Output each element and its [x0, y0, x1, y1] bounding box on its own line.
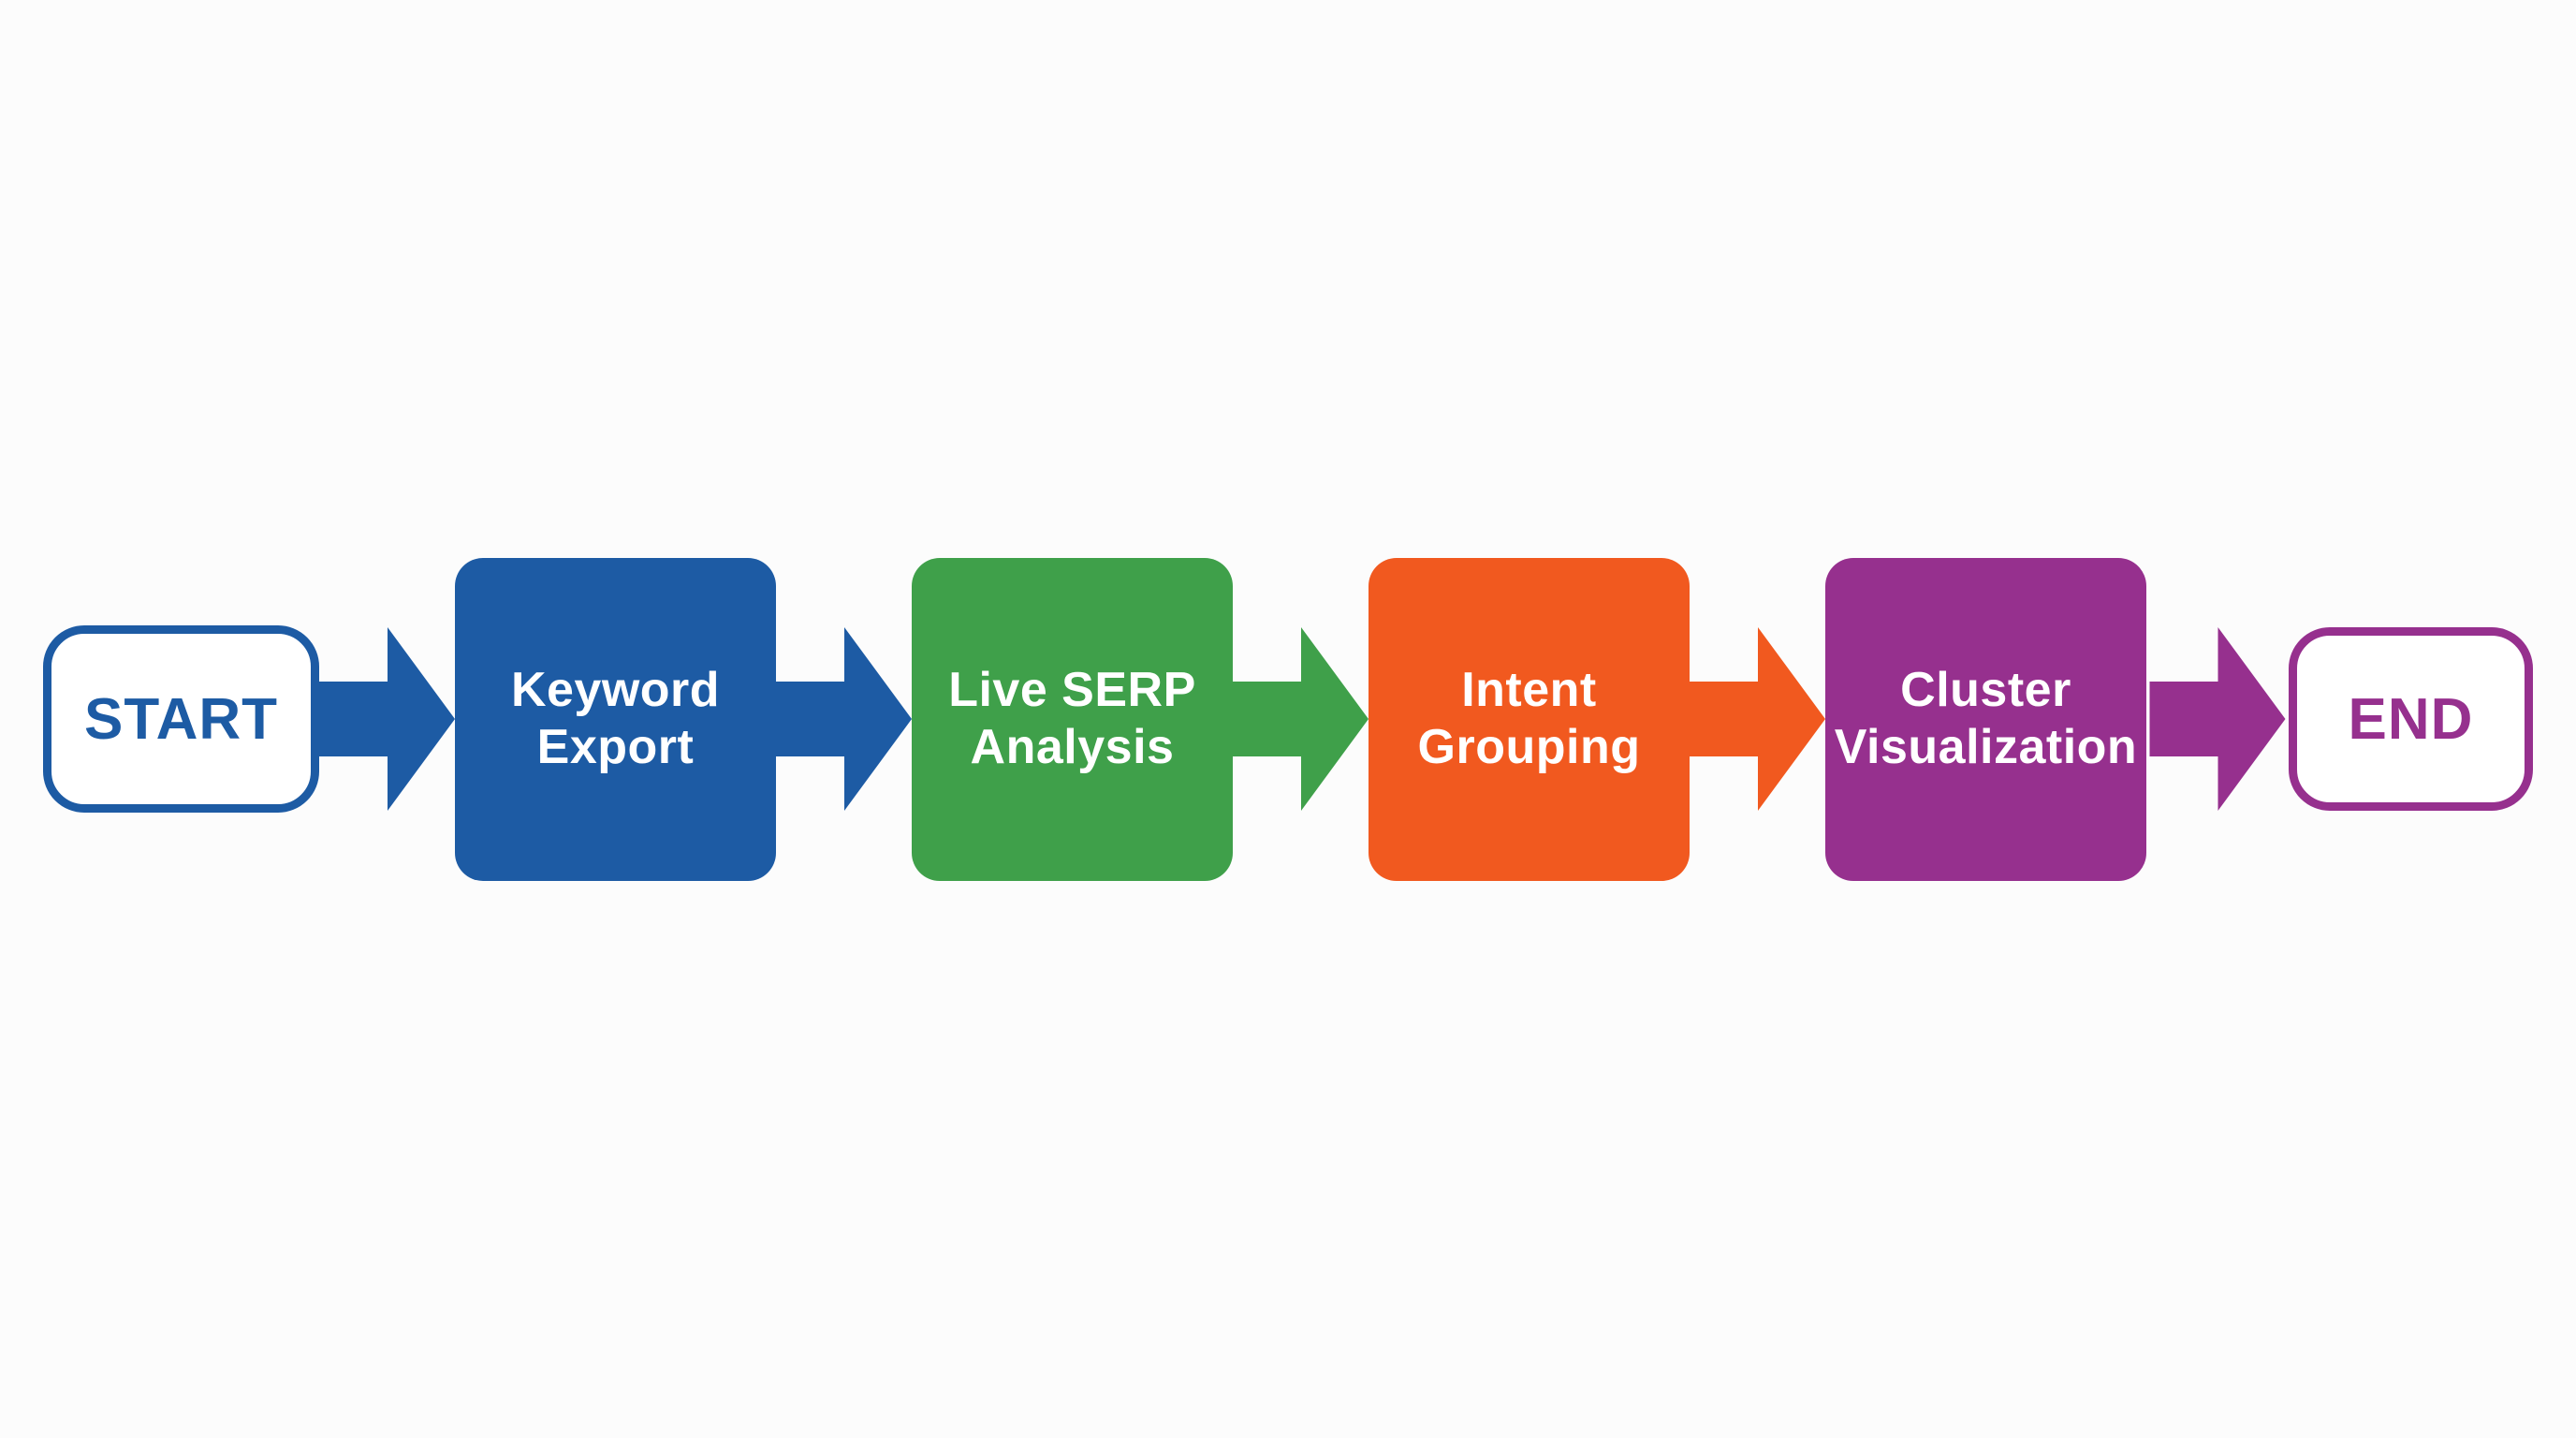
node-live-serp-analysis-label: Live SERP Analysis [939, 662, 1206, 777]
node-start-label: START [83, 686, 279, 752]
node-live-serp-analysis: Live SERP Analysis [912, 557, 1233, 881]
node-label-line: Analysis [970, 720, 1175, 774]
node-end-label: END [2348, 686, 2474, 752]
arrow-shape [776, 627, 912, 811]
arrow-shape [1233, 627, 1368, 811]
arrow-live-serp-to-intent-grouping [1233, 627, 1368, 811]
arrow-keyword-export-to-live-serp [776, 627, 912, 811]
arrow-shape [1690, 627, 1825, 811]
arrow-cluster-viz-to-end [2149, 627, 2286, 811]
node-intent-grouping: Intent Grouping [1368, 557, 1690, 881]
node-label-line: Intent [1461, 662, 1597, 717]
node-label-line: Export [536, 720, 695, 774]
node-end: END [2289, 627, 2533, 811]
node-label-line: Live SERP [948, 662, 1196, 717]
node-intent-grouping-label: Intent Grouping [1409, 662, 1650, 777]
node-start: START [43, 625, 319, 813]
node-label-line: Keyword [510, 662, 721, 717]
arrow-intent-grouping-to-cluster-viz [1690, 627, 1825, 811]
arrow-shape [2149, 627, 2286, 811]
node-label-line: Visualization [1834, 720, 2138, 774]
arrow-start-to-keyword-export [319, 627, 455, 811]
arrow-shape [319, 627, 455, 811]
node-cluster-visualization-label: Cluster Visualization [1825, 662, 2146, 777]
node-label-line: Cluster [1900, 662, 2071, 717]
node-label-line: Grouping [1417, 720, 1641, 774]
node-keyword-export: Keyword Export [455, 557, 776, 881]
node-cluster-visualization: Cluster Visualization [1825, 557, 2146, 881]
node-keyword-export-label: Keyword Export [502, 662, 729, 777]
